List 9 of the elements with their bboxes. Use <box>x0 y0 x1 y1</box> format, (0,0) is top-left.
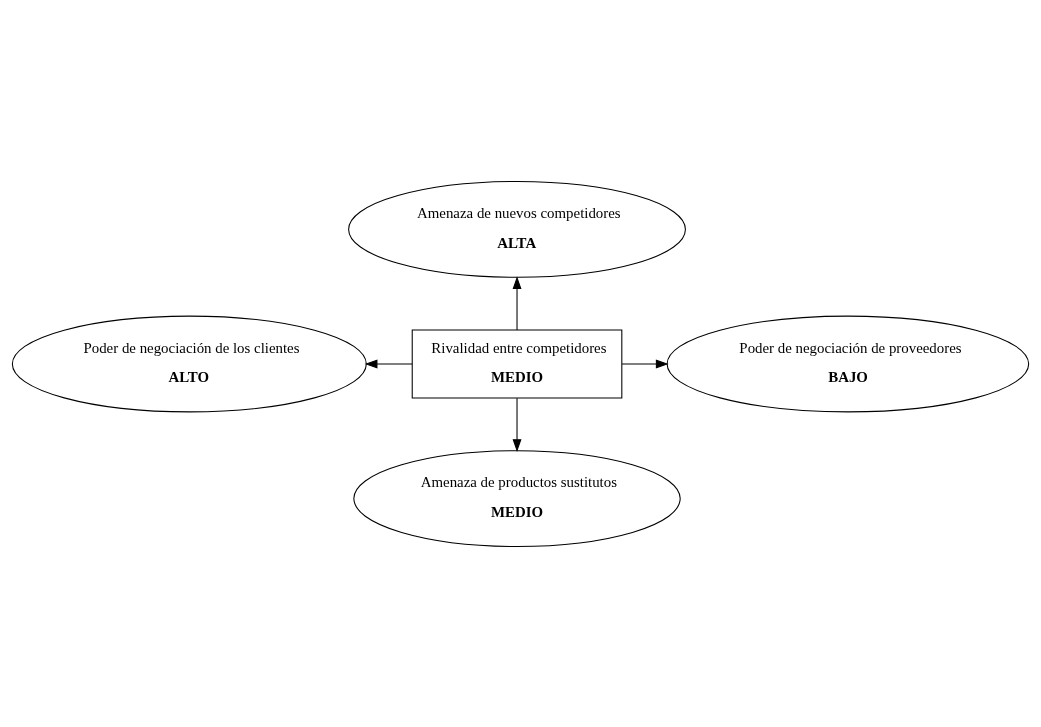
arrow <box>512 275 522 330</box>
node-ellipse: Poder de negociación de proveedores BAJO <box>666 315 1030 412</box>
node-box: Rivalidad entre competidores MEDIO <box>411 328 623 399</box>
node-ellipse: Amenaza de productos sustitutos MEDIO <box>353 449 681 547</box>
arrow <box>621 359 669 368</box>
arrow <box>364 359 413 368</box>
node-ellipse: Amenaza de nuevos competidores ALTA <box>348 180 686 278</box>
node-ellipse: Poder de negociación de los clientes ALTO <box>11 315 367 412</box>
arrow <box>512 397 522 452</box>
